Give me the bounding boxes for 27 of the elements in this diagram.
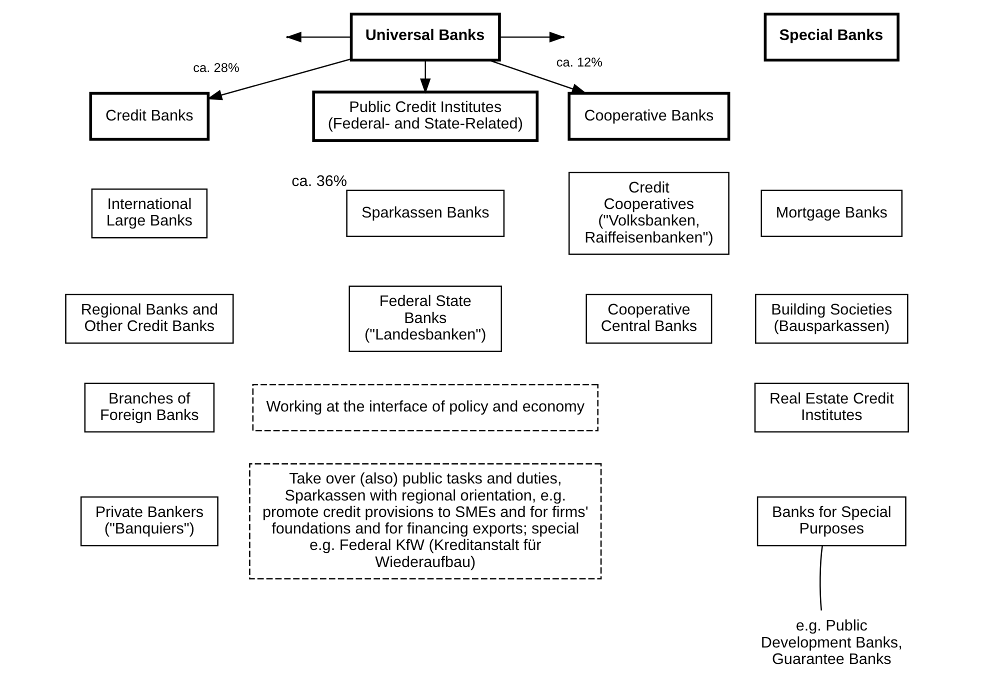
node-box: Banks for Special Purposes <box>756 496 906 546</box>
connector <box>819 545 822 610</box>
node-box: Public Credit Institutes (Federal- and State-Related) <box>312 90 538 142</box>
node-box: International Large Banks <box>90 188 208 238</box>
node-box: Cooperative Banks <box>567 91 730 140</box>
node-box: Cooperative Central Banks <box>585 293 712 344</box>
edge-label: ca. 12% <box>556 54 602 69</box>
node-box: Credit Cooperatives ("Volksbanken, Raiffeisenbanken") <box>568 171 729 254</box>
node-label: ca. 36% <box>291 172 347 190</box>
node-box: Credit Banks <box>88 91 210 140</box>
arrow <box>206 58 351 100</box>
edge-label: ca. 28% <box>192 60 239 75</box>
arrow <box>488 59 587 94</box>
node-box: Mortgage Banks <box>760 189 902 237</box>
arrow <box>420 60 430 94</box>
node-box: Working at the interface of policy and economy <box>252 383 598 431</box>
node-box: Branches of Foreign Banks <box>84 382 214 432</box>
node-box: Real Estate Credit Institutes <box>754 382 908 432</box>
node-text: e.g. Public Development Banks, Guarantee Banks <box>760 617 902 668</box>
node-box: Building Societies (Bausparkassen) <box>754 293 908 344</box>
node-box: Private Bankers ("Banquiers") <box>80 496 218 546</box>
node-box: Special Banks <box>763 12 899 61</box>
node-box: Universal Banks <box>349 12 500 61</box>
node-box: Regional Banks and Other Credit Banks <box>64 293 234 344</box>
node-box: Sparkassen Banks <box>346 189 504 237</box>
node-box: Take over (also) public tasks and duties, Sparkassen with regional orientation, e.g. promote credit provisions to SMEs and for firms' foundations and for financing exports; special e.g. Federal KfW (Kreditanstalt für Wiederaufbau) <box>248 462 602 579</box>
node-box: Federal State Banks ("Landesbanken") <box>348 285 502 352</box>
